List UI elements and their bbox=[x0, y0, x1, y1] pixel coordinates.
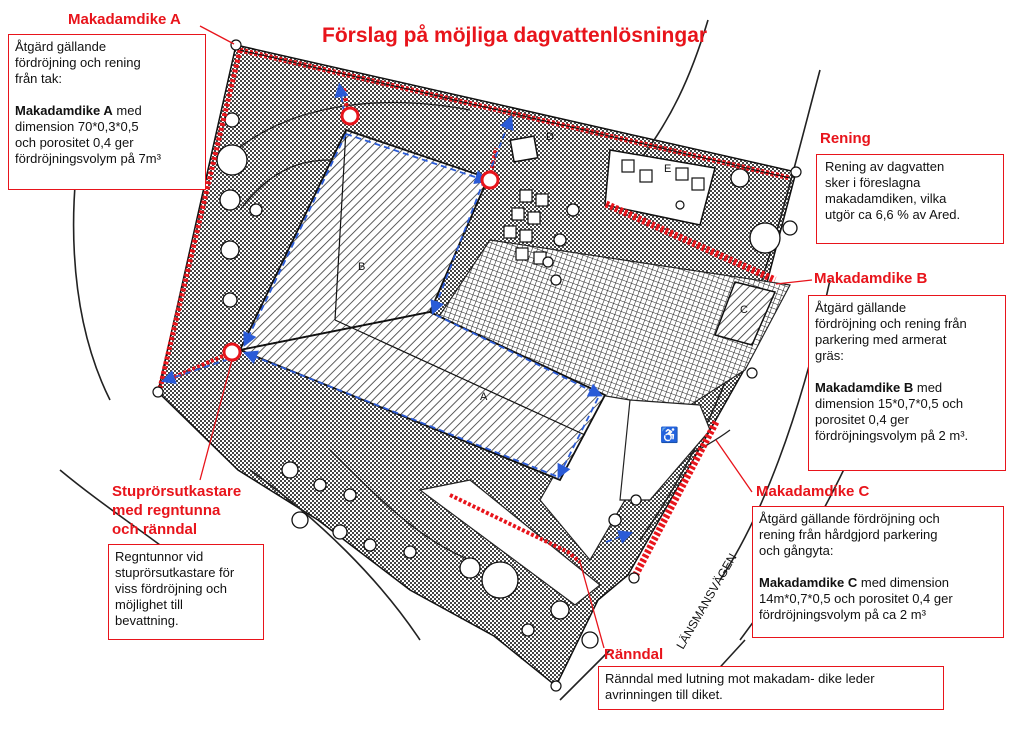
callout-makadamdike-b: Åtgärd gällande fördröjning och rening f… bbox=[808, 295, 1006, 471]
heading-stupror-1: Stuprörsutkastare bbox=[112, 483, 242, 500]
label-building-c: C bbox=[740, 304, 748, 316]
label-building-d: D bbox=[546, 131, 554, 143]
callout-a-line: och porositet 0,4 ger bbox=[15, 135, 134, 150]
corner-markers bbox=[152, 39, 802, 692]
label-building-e: E bbox=[664, 163, 671, 175]
callout-c-line: fördröjningsvolym på ca 2 m³ bbox=[759, 607, 926, 622]
callout-b-line: parkering med armerat bbox=[815, 332, 947, 347]
callout-rening-line: sker i föreslagna bbox=[825, 175, 921, 190]
downspout-markers bbox=[222, 106, 500, 362]
callout-b-line: gräs: bbox=[815, 348, 844, 363]
label-building-a: A bbox=[480, 391, 488, 403]
accessible-parking bbox=[619, 399, 711, 501]
callout-b-line: porositet 0,4 ger bbox=[815, 412, 909, 427]
path-strip bbox=[418, 479, 601, 606]
callout-a-line: Åtgärd gällande bbox=[15, 39, 107, 54]
callout-ranndal-line: Ränndal med lutning mot makadam- dike le… bbox=[605, 671, 875, 686]
callout-a-line: fördröjning och rening bbox=[15, 55, 141, 70]
label-building-b: B bbox=[358, 261, 365, 273]
callout-stupror-line: bevattning. bbox=[115, 613, 179, 628]
callout-a-line: dimension 70*0,3*0,5 bbox=[15, 119, 139, 134]
callout-a-line: med bbox=[112, 103, 142, 118]
callout-b-line: fördröjningsvolym på 2 m³. bbox=[815, 428, 969, 443]
callout-rening-line: Rening av dagvatten bbox=[825, 159, 945, 174]
callout-stupror-line: viss fördröjning och bbox=[115, 581, 227, 596]
makadamdike-a-hatch bbox=[239, 49, 791, 179]
heading-makadamdike-a: Makadamdike A bbox=[68, 11, 181, 28]
callout-b-line: fördröjning och rening från bbox=[815, 316, 967, 331]
callout-b-line: Åtgärd gällande bbox=[815, 300, 907, 315]
callout-c-line: rening från hårdgjord parkering bbox=[759, 527, 938, 542]
building-d bbox=[509, 135, 539, 163]
callout-c-line: med dimension bbox=[857, 575, 950, 590]
accessible-parking-icon: ♿ bbox=[660, 426, 679, 444]
callout-ranndal-line: avrinningen till diket. bbox=[605, 687, 723, 702]
callout-stupror-line: stuprörsutkastare för bbox=[115, 565, 235, 580]
heading-rening: Rening bbox=[820, 130, 871, 147]
callout-rening-line: makadamdiken, vilka bbox=[825, 191, 947, 206]
heading-makadamdike-c: Makadamdike C bbox=[756, 483, 870, 500]
heading-makadamdike-b: Makadamdike B bbox=[814, 270, 928, 287]
makadamdike-b bbox=[604, 200, 777, 284]
callout-b-line: med bbox=[913, 380, 943, 395]
callout-leaders bbox=[199, 25, 813, 649]
trees bbox=[216, 112, 798, 649]
callout-stupror-line: möjlighet till bbox=[115, 597, 183, 612]
callout-c-bold: Makadamdike C bbox=[759, 575, 858, 590]
page-title: Förslag på möjliga dagvattenlösningar bbox=[322, 24, 708, 47]
callout-rening: Rening av dagvatten sker i föreslagna ma… bbox=[816, 154, 1004, 244]
street-name: LÄNSMANSVÄGEN bbox=[673, 551, 739, 652]
callout-makadamdike-c: Åtgärd gällande fördröjning och rening f… bbox=[752, 506, 1004, 638]
heading-stupror-2: med regntunna bbox=[112, 502, 221, 519]
callout-stupror-line: Regntunnor vid bbox=[115, 549, 204, 564]
callout-makadamdike-a: Åtgärd gällande fördröjning och rening f… bbox=[8, 34, 206, 190]
callout-c-line: och gångyta: bbox=[759, 543, 834, 558]
callout-b-bold: Makadamdike B bbox=[815, 380, 914, 395]
building-c bbox=[714, 281, 777, 346]
heading-ranndal: Ränndal bbox=[604, 646, 664, 663]
flow-arrows bbox=[160, 82, 634, 544]
callout-b-line: dimension 15*0,7*0,5 och bbox=[815, 396, 964, 411]
callout-stupror: Regntunnor vid stuprörsutkastare för vis… bbox=[108, 544, 264, 640]
heading-stupror-3: och ränndal bbox=[112, 521, 198, 538]
callout-ranndal: Ränndal med lutning mot makadam- dike le… bbox=[598, 666, 944, 710]
building-a bbox=[236, 311, 607, 482]
callout-c-line: 14m*0,7*0,5 och porositet 0,4 ger bbox=[759, 591, 953, 606]
makadamdike-c bbox=[630, 420, 720, 580]
callout-a-line: från tak: bbox=[15, 71, 62, 86]
callout-rening-line: utgör ca 6,6 % av Ared. bbox=[825, 207, 961, 222]
callout-a-line: fördröjningsvolym på 7m³ bbox=[15, 151, 161, 166]
callout-a-bold: Makadamdike A bbox=[15, 103, 113, 118]
callout-c-line: Åtgärd gällande fördröjning och bbox=[759, 511, 940, 526]
